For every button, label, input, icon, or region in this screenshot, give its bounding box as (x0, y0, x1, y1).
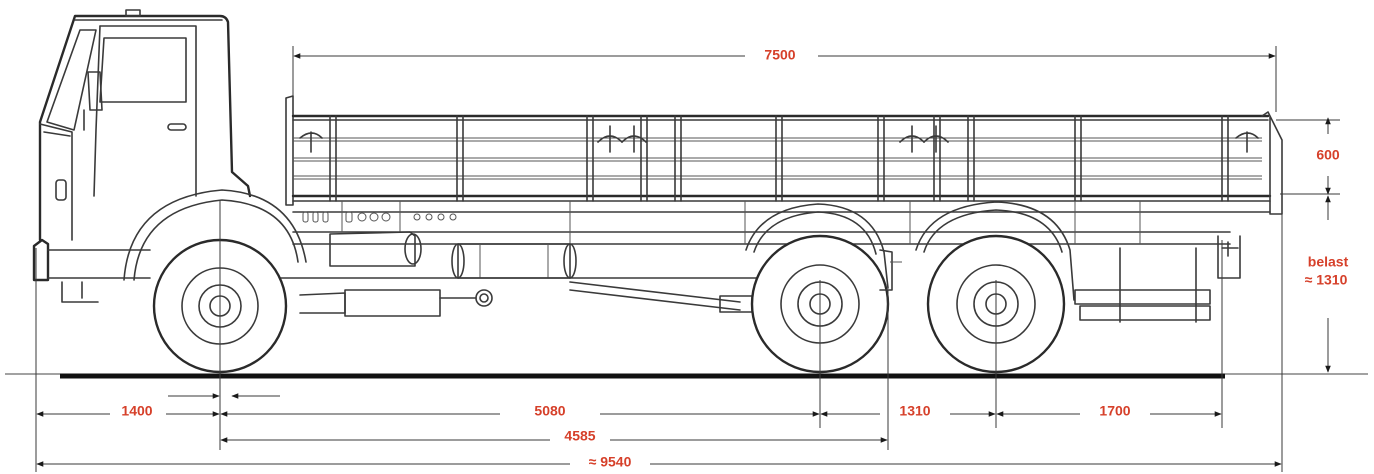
chassis (229, 231, 1241, 323)
dim-rear-overhang: 1700 (1099, 403, 1130, 419)
dim-overall-length: ≈ 9540 (589, 454, 632, 470)
fenders (123, 189, 1075, 301)
cargo-bed (285, 95, 1283, 245)
dim-body-length: 7500 (764, 47, 795, 63)
dim-side-height: 600 (1316, 147, 1340, 163)
dim-laden-value: ≈ 1310 (1305, 272, 1348, 288)
cab (32, 9, 252, 303)
dimension-labels: 7500 600 belast ≈ 1310 1400 5080 1310 17… (121, 47, 1348, 470)
dim-laden-label: belast (1308, 254, 1349, 270)
dimension-lines (36, 53, 1331, 467)
dim-front-overhang: 1400 (121, 403, 152, 419)
dim-wheelbase-front: 5080 (534, 403, 565, 419)
rear-suspension (879, 249, 893, 291)
extension-lines (35, 46, 1340, 472)
dim-cab-to-axle: 4585 (564, 428, 595, 444)
dim-tandem-spacing: 1310 (899, 403, 930, 419)
